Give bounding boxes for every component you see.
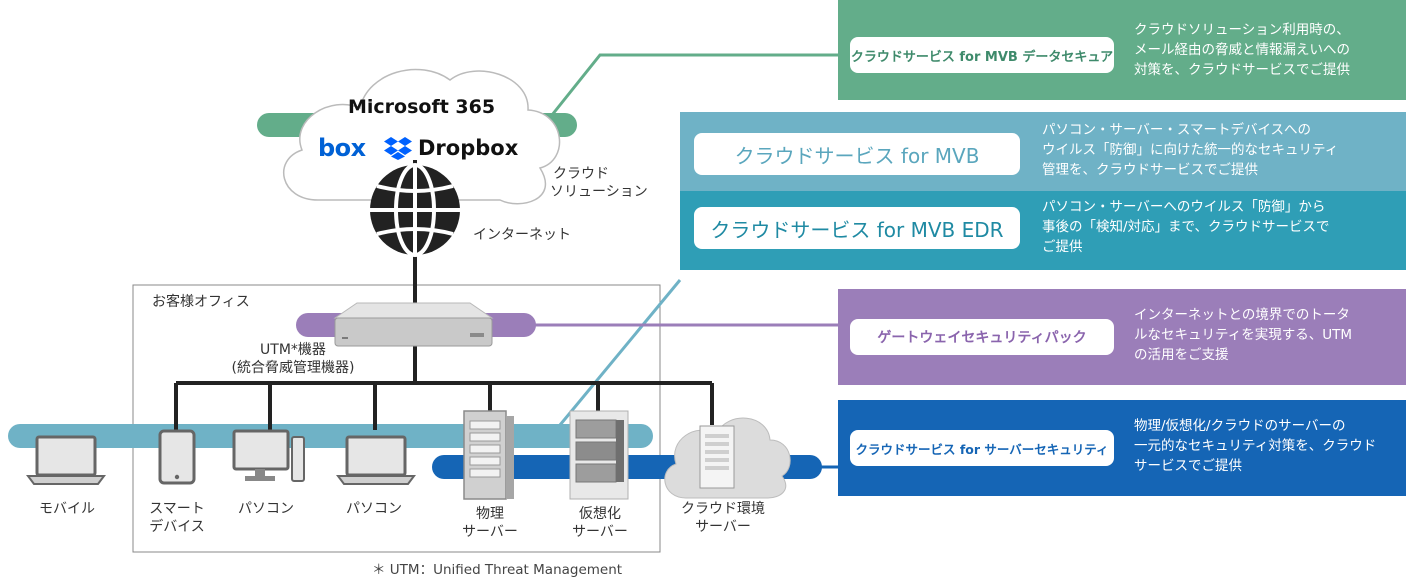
dropbox-logo: Dropbox (384, 136, 518, 160)
office-boundary (132, 284, 661, 553)
service-desc-edr: パソコン・サーバーへのウイルス「防御」から 事後の「検知/対応」まで、クラウドサ… (1042, 199, 1330, 255)
service-name-server: クラウドサービス for サーバーセキュリティ (850, 430, 1114, 466)
service-panel-gateway: ゲートウェイセキュリティパック インターネットとの境界でのトータ ルなセキュリテ… (838, 289, 1406, 385)
service-panel-datasecure: クラウドサービス for MVB データセキュア クラウドソリューション利用時の… (838, 0, 1406, 100)
utm-label: UTM*機器 (統合脅威管理機器) (231, 342, 355, 376)
service-panel-edr: クラウドサービス for MVB EDR パソコン・サーバーへのウイルス「防御」… (680, 191, 1406, 270)
pc-label-1: パソコン (238, 501, 294, 517)
laptop-pc-icon (336, 435, 416, 485)
virtual-server-label: 仮想化 サーバー (572, 506, 628, 540)
globe-icon (370, 163, 460, 257)
service-desc-datasecure: クラウドソリューション利用時の、 メール経由の脅威と情報漏えいへの 対策を、クラ… (1134, 22, 1350, 78)
service-name-datasecure: クラウドサービス for MVB データセキュア (850, 37, 1114, 73)
service-desc-server: 物理/仮想化/クラウドのサーバーの 一元的なセキュリティ対策を、クラウド サービ… (1134, 418, 1377, 474)
mobile-label: モバイル (39, 501, 95, 517)
desktop-pc-icon (232, 429, 305, 482)
service-name-edr: クラウドサービス for MVB EDR (694, 207, 1020, 249)
smart-device-label: スマート デバイス (149, 501, 205, 535)
device-band (8, 424, 653, 448)
cloud-env-server-label: クラウド環境 サーバー (681, 501, 765, 535)
physical-server-icon (463, 410, 514, 500)
footnote: ＊ UTM：Unified Threat Management (372, 562, 623, 578)
microsoft-365-label: Microsoft 365 (348, 96, 496, 118)
internet-label: インターネット (473, 227, 571, 243)
physical-server-label: 物理 サーバー (462, 506, 518, 540)
cloud-server-icon (664, 417, 791, 499)
service-desc-gateway: インターネットとの境界でのトータ ルなセキュリティを実現する、UTM の活用をご… (1134, 307, 1352, 363)
service-desc-mvb: パソコン・サーバー・スマートデバイスへの ウイルス「防御」に向けた統一的なセキュ… (1042, 122, 1339, 178)
dropbox-icon (384, 137, 412, 160)
pc-label-2: パソコン (346, 501, 402, 517)
service-name-gateway: ゲートウェイセキュリティパック (850, 319, 1114, 355)
service-panel-server: クラウドサービス for サーバーセキュリティ 物理/仮想化/クラウドのサーバー… (838, 400, 1406, 496)
office-label: お客様オフィス (152, 294, 250, 310)
connector-mvb (558, 279, 682, 426)
service-name-mvb: クラウドサービス for MVB (694, 133, 1020, 175)
connector-datasecure (546, 53, 840, 121)
cloud-solution-label: クラウド ソリューション (550, 166, 648, 200)
service-panel-mvb-group: クラウドサービス for MVB パソコン・サーバー・スマートデバイスへの ウイ… (680, 112, 1406, 270)
utm-device-icon (333, 302, 494, 347)
laptop-icon (26, 435, 106, 485)
virtual-server-icon (569, 410, 629, 500)
cloud-icon (283, 68, 561, 205)
tablet-icon (158, 429, 196, 485)
service-panel-mvb: クラウドサービス for MVB パソコン・サーバー・スマートデバイスへの ウイ… (680, 112, 1406, 191)
box-logo: box (318, 134, 366, 162)
dropbox-label: Dropbox (418, 136, 519, 160)
